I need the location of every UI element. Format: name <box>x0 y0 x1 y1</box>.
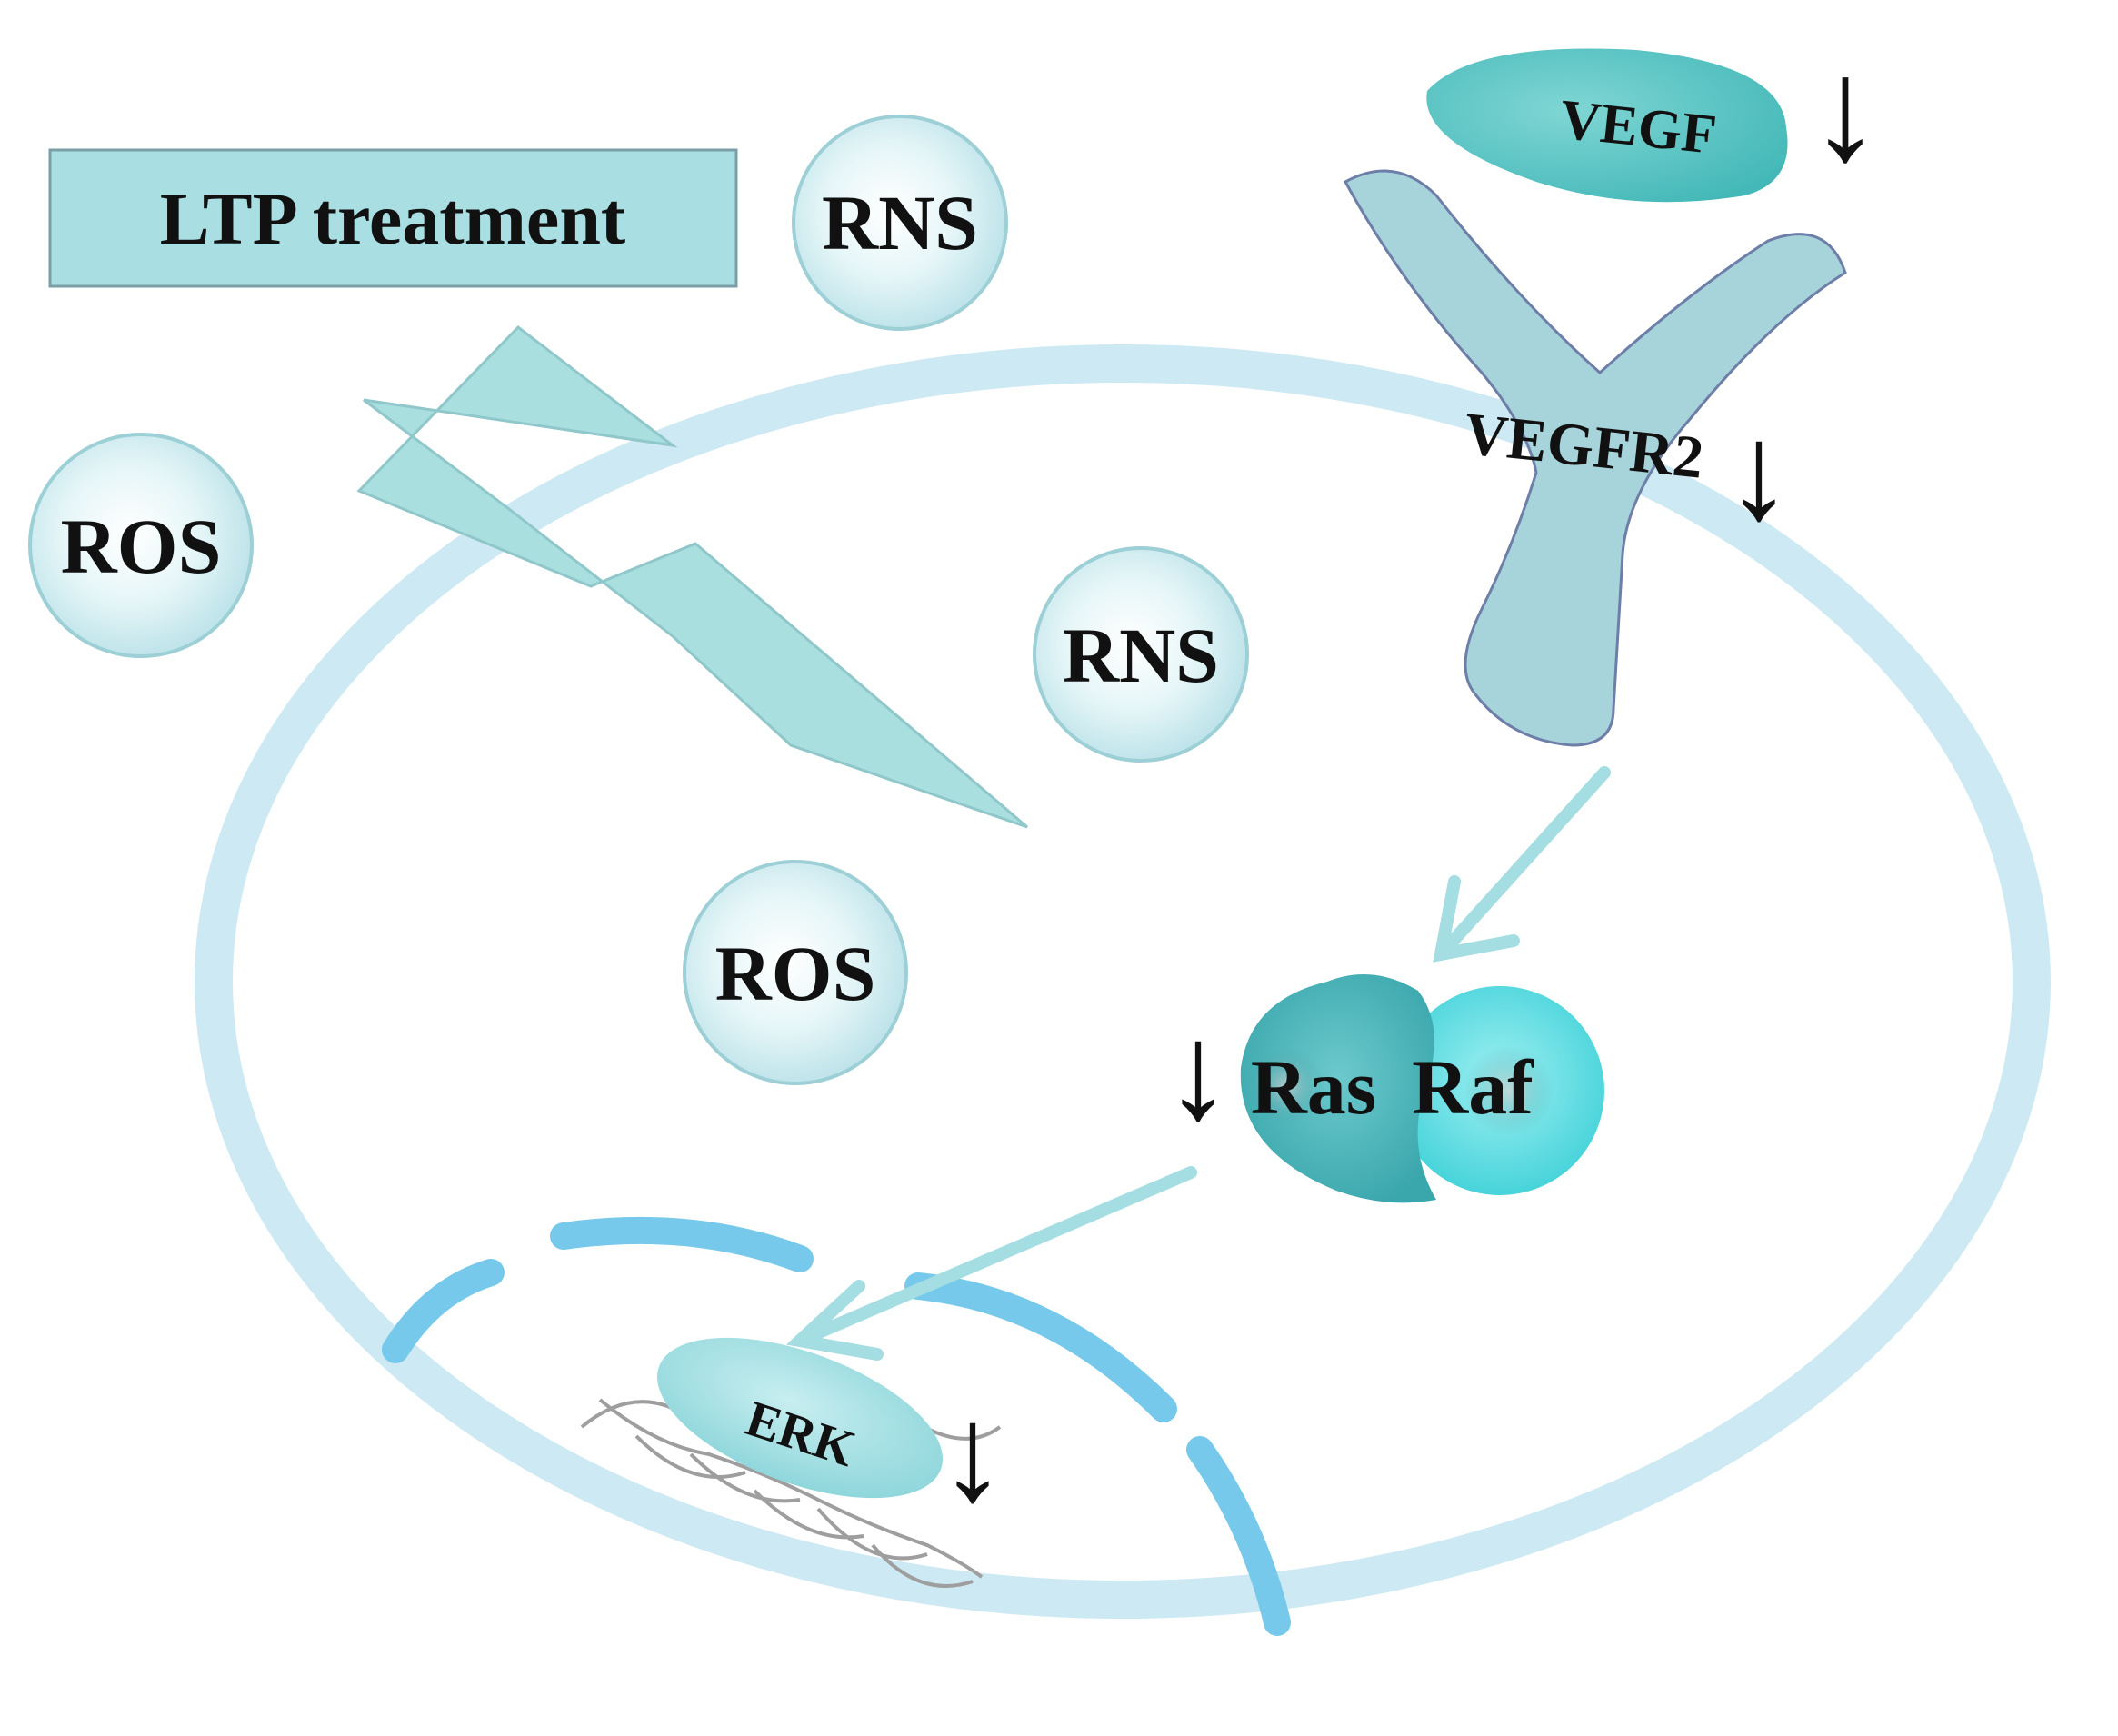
arrow-rasraf-to-erk <box>785 1166 1197 1361</box>
ros-molecule-inside: ROS <box>683 860 908 1085</box>
vegfr2-receptor <box>1343 169 1847 747</box>
svg-text:RNS: RNS <box>822 179 978 266</box>
lightning-bolt-icon <box>356 324 1028 829</box>
rns-molecule-outside: RNS <box>792 115 1008 331</box>
nucleus-envelope <box>382 1216 1291 1636</box>
ltp-treatment-box: LTP treatment <box>48 148 738 288</box>
ras-raf-complex <box>1240 974 1604 1203</box>
cell-membrane <box>195 344 2051 1619</box>
ras-label: Ras <box>1251 1043 1377 1131</box>
ras-raf-down-arrow: ↓ <box>1164 997 1233 1148</box>
svg-text:RNS: RNS <box>1063 612 1219 699</box>
vegf-ligand <box>1426 48 1788 203</box>
vegfr2-down-arrow: ↓ <box>1725 397 1793 548</box>
arrow-vegfr2-to-rasraf <box>1433 766 1611 963</box>
ros-molecule-outside: ROS <box>28 433 254 658</box>
svg-text:ROS: ROS <box>61 503 222 590</box>
erk-down-arrow: ↓ <box>939 1379 1007 1530</box>
vegf-down-arrow: ↓ <box>1809 29 1882 191</box>
rns-molecule-inside: RNS <box>1033 546 1249 763</box>
ltp-treatment-label: LTP treatment <box>160 177 625 260</box>
raf-label: Raf <box>1412 1043 1534 1131</box>
svg-text:ROS: ROS <box>715 930 876 1017</box>
erk-protein <box>657 1337 943 1499</box>
